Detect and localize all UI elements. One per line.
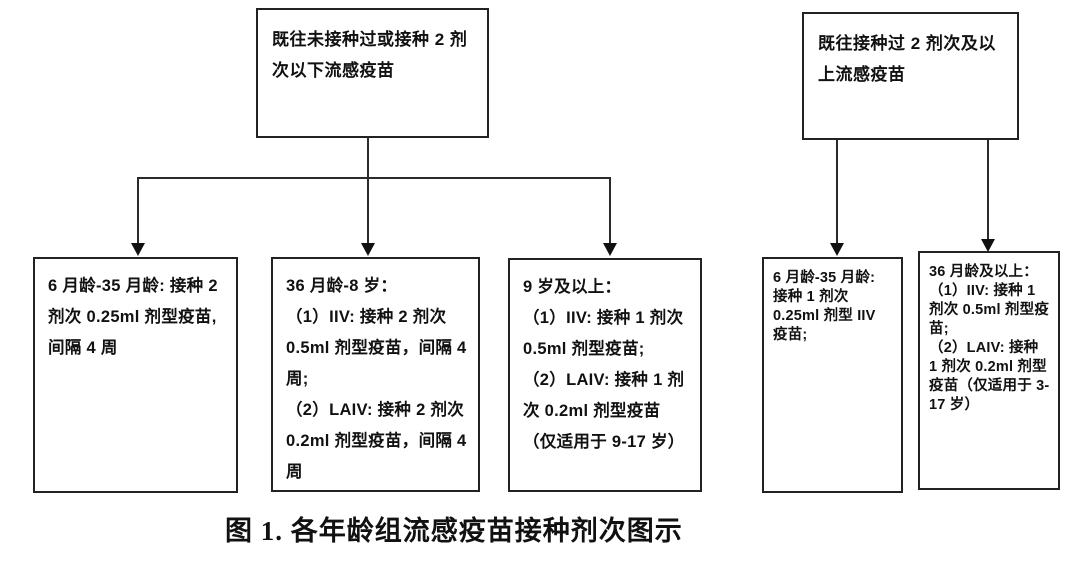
node-age-36-months-to-8-years: 36 月龄-8 岁： （1）IIV: 接种 2 剂次 0.5ml 剂型疫苗，间隔…: [271, 257, 480, 492]
node-age-36-months-and-over: 36 月龄及以上： （1）IIV: 接种 1 剂次 0.5ml 剂型疫苗; （2…: [918, 251, 1060, 490]
node-text: （2）LAIV: 接种 1 剂次 0.2ml 剂型疫苗（仅适用于 9-17 岁）: [523, 371, 685, 451]
node-text: 9 岁及以上：: [523, 278, 622, 296]
connector-left-branch-3: [609, 177, 611, 246]
arrow-down-icon: [361, 243, 375, 256]
node-text: 6 月龄-35 月龄: 接种 2 剂次 0.25ml 剂型疫苗, 间隔 4 周: [48, 277, 218, 357]
figure-caption: 图 1. 各年龄组流感疫苗接种剂次图示: [225, 516, 683, 546]
arrow-down-icon: [981, 239, 995, 252]
node-text: 既往接种过 2 剂次及以上流感疫苗: [818, 34, 996, 84]
connector-right-branch-1: [836, 140, 838, 246]
node-text: （1）IIV: 接种 2 剂次 0.5ml 剂型疫苗，间隔 4 周;: [286, 308, 467, 388]
arrow-down-icon: [830, 243, 844, 256]
arrow-down-icon: [603, 243, 617, 256]
connector-right-branch-2: [987, 140, 989, 242]
node-text: 36 月龄及以上：: [929, 264, 1038, 280]
node-text: （1）IIV: 接种 1 剂次 0.5ml 剂型疫苗;: [523, 309, 684, 358]
node-text: 36 月龄-8 岁：: [286, 277, 398, 295]
connector-left-stem: [367, 136, 369, 246]
node-age-9-years-and-over: 9 岁及以上： （1）IIV: 接种 1 剂次 0.5ml 剂型疫苗; （2）L…: [508, 258, 702, 492]
node-age-6-35-months-unprimed: 6 月龄-35 月龄: 接种 2 剂次 0.25ml 剂型疫苗, 间隔 4 周: [33, 257, 238, 493]
node-text: 6 月龄-35 月龄: 接种 1 剂次 0.25ml 剂型 IIV 疫苗;: [773, 270, 876, 343]
node-root-2-or-more-prior-doses: 既往接种过 2 剂次及以上流感疫苗: [802, 12, 1019, 140]
node-text: 既往未接种过或接种 2 剂次以下流感疫苗: [272, 30, 468, 80]
arrow-down-icon: [131, 243, 145, 256]
node-root-unvaccinated-or-under-2-doses: 既往未接种过或接种 2 剂次以下流感疫苗: [256, 8, 489, 138]
connector-left-branch-1: [137, 177, 139, 246]
node-age-6-35-months-primed: 6 月龄-35 月龄: 接种 1 剂次 0.25ml 剂型 IIV 疫苗;: [762, 257, 903, 493]
node-text: （2）LAIV: 接种 2 剂次 0.2ml 剂型疫苗，间隔 4 周: [286, 401, 467, 481]
node-text: （2）LAIV: 接种 1 剂次 0.2ml 剂型疫苗（仅适用于 3-17 岁）: [929, 340, 1050, 413]
node-text: （1）IIV: 接种 1 剂次 0.5ml 剂型疫苗;: [929, 283, 1050, 337]
connector-left-horizontal: [137, 177, 611, 179]
